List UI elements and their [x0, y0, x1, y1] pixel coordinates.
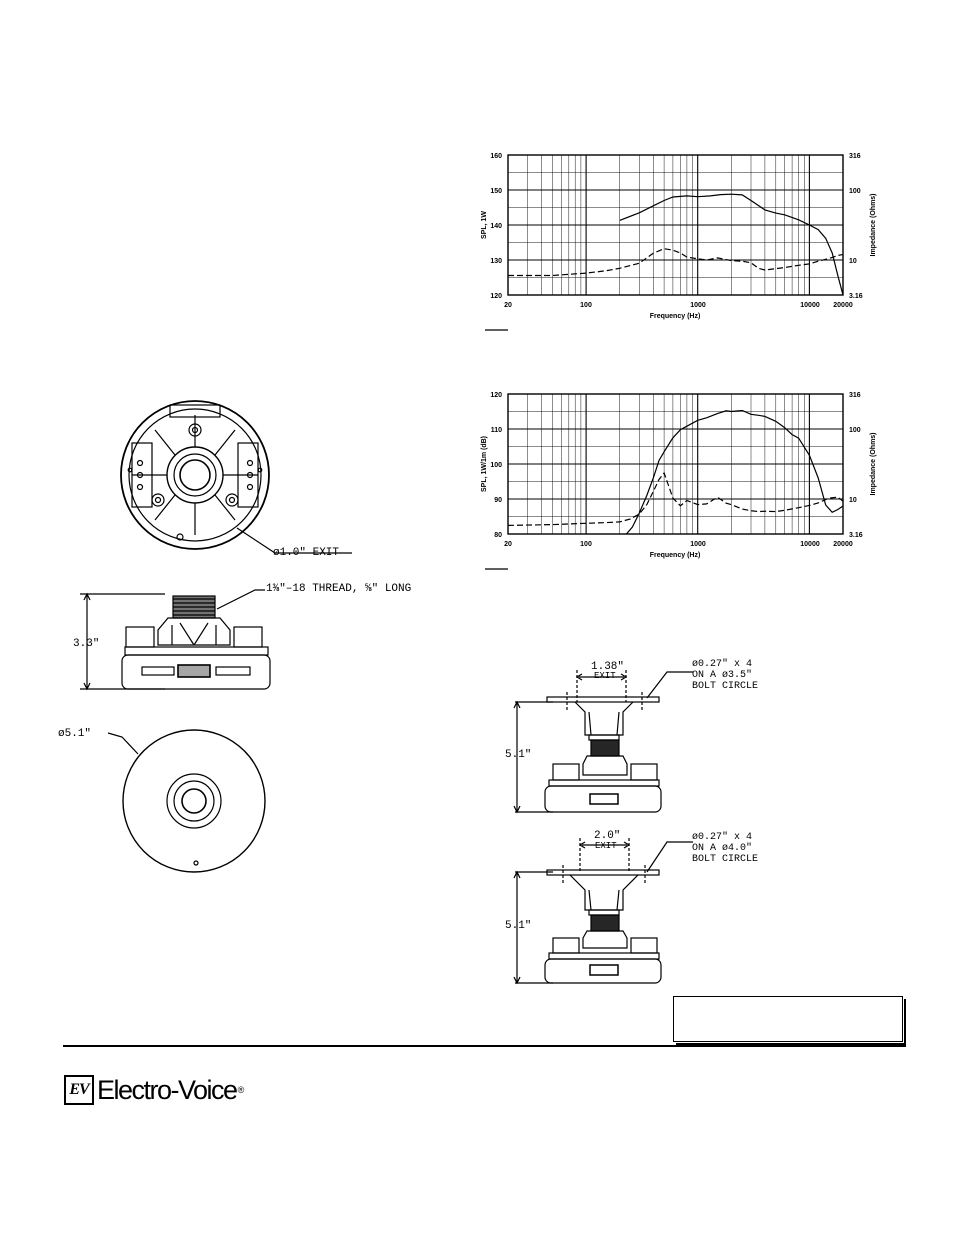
y2-tick-label: 316 [849, 153, 861, 160]
horn1-bolt-line: ON A ø3.5" [692, 670, 753, 681]
y2-tick-label: 100 [849, 188, 861, 195]
impedance-curve [508, 248, 844, 277]
y-tick-label: 90 [494, 497, 502, 504]
horn-adapter-1-drawing [513, 670, 693, 814]
horn2-bolt-line: ON A ø4.0" [692, 843, 753, 854]
horn1-bolt-line: BOLT CIRCLE [692, 681, 759, 692]
y2-tick-label: 3.16 [849, 293, 863, 300]
x-tick-label: 20000 [833, 541, 853, 548]
y-tick-label: 130 [490, 258, 502, 265]
chart-series-group [507, 409, 844, 535]
y-tick-label: 80 [494, 532, 502, 539]
horn-adapter-2-drawing [513, 838, 693, 985]
x-tick-label: 10000 [800, 302, 820, 309]
y-tick-label: 150 [490, 188, 502, 195]
spl-curve [625, 409, 844, 535]
chart-grid [507, 155, 843, 295]
logo-name: Electro-Voice [97, 1075, 238, 1105]
x-axis-label: Frequency (Hz) [650, 552, 701, 559]
x-tick-label: 1000 [690, 541, 706, 548]
x-tick-label: 20000 [833, 302, 853, 309]
plot-frame [507, 154, 844, 296]
x-axis-label: Frequency (Hz) [650, 313, 701, 320]
impedance-curve [507, 471, 844, 526]
logo-wordmark: Electro-Voice® [97, 1075, 245, 1105]
horn2-height-label: 5.1" [505, 920, 532, 932]
driver-side-view-drawing [80, 589, 271, 691]
exit-diameter-label: ø1.0" EXIT [273, 547, 340, 559]
y2-tick-label: 3.16 [849, 532, 863, 539]
note-box [673, 996, 906, 1045]
y2-tick-label: 316 [849, 392, 861, 399]
y-tick-label: 120 [490, 293, 502, 300]
horn2-bolt-line: BOLT CIRCLE [692, 854, 759, 865]
horn2-exit-dimension: 2.0" [594, 830, 621, 842]
x-tick-label: 20 [504, 302, 512, 309]
driver-front-view-drawing [120, 400, 352, 554]
y2-tick-label: 100 [849, 427, 861, 434]
y-tick-label: 160 [490, 153, 502, 160]
y-tick-label: 120 [490, 392, 502, 399]
horn1-bolt-line: ø0.27" x 4 [692, 659, 753, 670]
y2-tick-label: 10 [849, 497, 857, 504]
y2-axis-label: Impedance (Ohms) [870, 432, 877, 495]
x-tick-label: 10000 [800, 541, 820, 548]
y-axis-label: SPL, 1W/1m (dB) [481, 436, 488, 492]
x-tick-label: 100 [580, 302, 592, 309]
spl-impedance-chart-1: 160 150 140 130 120 316 100 10 3.16 20 1… [481, 153, 877, 331]
horn1-height-label: 5.1" [505, 749, 532, 761]
ev-logo-mark: EV [64, 1075, 94, 1105]
y-axis-label: SPL, 1W [481, 211, 488, 239]
y-tick-label: 110 [491, 427, 502, 434]
chart-grid [507, 394, 843, 534]
horn1-exit-dimension: 1.38" [591, 661, 625, 673]
spl-impedance-chart-2: 120 110 100 90 80 316 100 10 3.16 20 100… [481, 392, 877, 570]
thread-spec-label: 1⅜"–18 THREAD, ⅝" LONG [266, 583, 412, 595]
driver-rear-view-drawing [107, 729, 266, 873]
horn1-exit-word: EXIT [594, 671, 616, 681]
x-tick-label: 1000 [690, 302, 706, 309]
driver-diameter-label: ø5.1" [58, 728, 92, 740]
horn2-bolt-line: ø0.27" x 4 [692, 832, 753, 843]
chart-series-group [508, 193, 844, 296]
y2-tick-label: 10 [849, 258, 857, 265]
plot-frame [507, 393, 844, 535]
y-tick-label: 140 [490, 223, 502, 230]
horn2-exit-word: EXIT [595, 841, 617, 851]
y-tick-label: 100 [490, 462, 502, 469]
spl-curve [619, 193, 844, 296]
footer-rule [63, 1045, 906, 1047]
x-tick-label: 20 [504, 541, 512, 548]
y2-axis-label: Impedance (Ohms) [870, 193, 877, 256]
horn1-bolt-spec: ø0.27" x 4 ON A ø3.5" BOLT CIRCLE [692, 659, 758, 692]
x-tick-label: 100 [580, 541, 592, 548]
horn2-bolt-spec: ø0.27" x 4 ON A ø4.0" BOLT CIRCLE [692, 832, 758, 865]
electro-voice-logo: EV Electro-Voice® [64, 1075, 245, 1105]
driver-height-label: 3.3" [73, 638, 100, 650]
registered-mark: ® [237, 1085, 245, 1095]
